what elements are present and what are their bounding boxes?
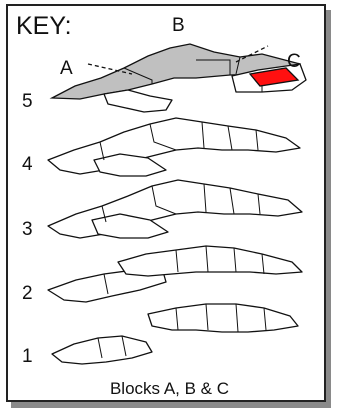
level-label-4: 4 [22, 154, 33, 175]
block-b-label: B [172, 15, 185, 36]
level-2-plan [47, 245, 303, 303]
block-a-label: A [60, 58, 73, 79]
level-label-3: 3 [22, 219, 33, 240]
level-5-lower-wing [103, 89, 173, 113]
level-5-plan [49, 43, 307, 113]
level-4-plan [47, 117, 301, 177]
diagram-caption: Blocks A, B & C [109, 379, 230, 398]
level-label-5: 5 [22, 91, 33, 112]
block-c-label: C [287, 51, 301, 72]
level-label-1: 1 [22, 346, 33, 367]
key-title: KEY: [16, 12, 72, 40]
level-1-plan [51, 303, 299, 365]
block-c-highlight [248, 67, 300, 87]
level-label-2: 2 [22, 283, 33, 304]
level-3-plan [47, 179, 303, 239]
